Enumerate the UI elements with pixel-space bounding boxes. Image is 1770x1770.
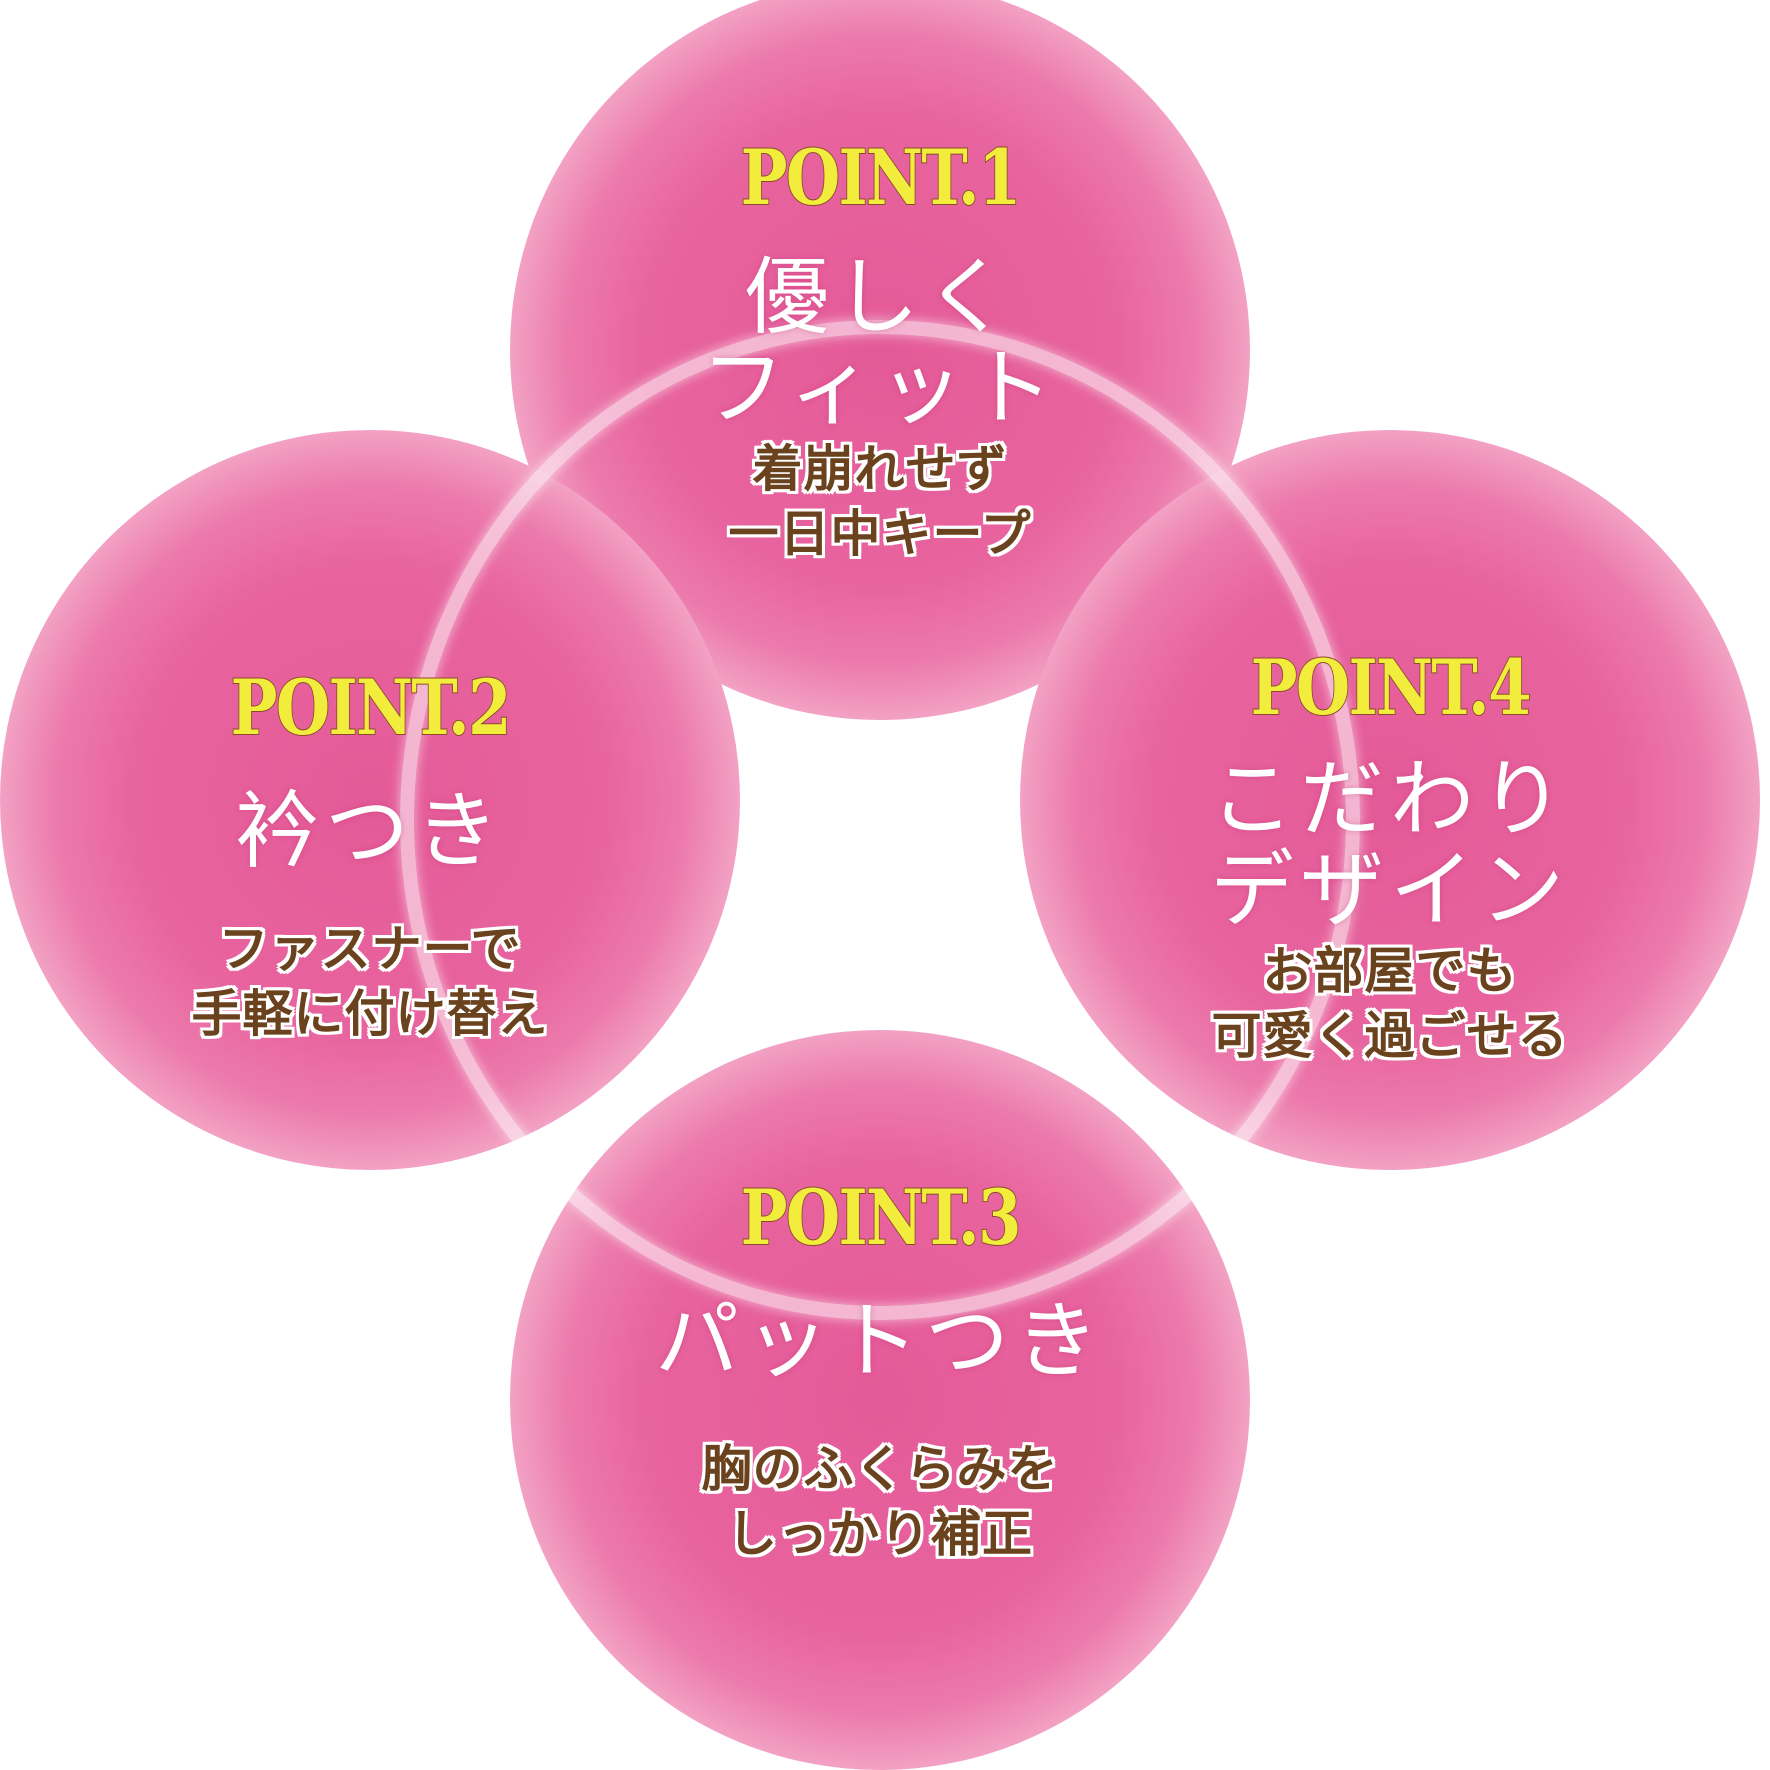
- point-3-content: POINT.3 パットつき 胸のふくらみを しっかり補正: [560, 1173, 1200, 1567]
- point-4-headline-line-2: デザイン: [1209, 840, 1570, 939]
- point-1-description-line-2: 一日中キープ: [728, 505, 1032, 564]
- point-1-content: POINT.1 優しく フィット 着崩れせず 一日中キープ: [560, 133, 1200, 567]
- point-3-headline: パットつき: [654, 1292, 1105, 1390]
- point-4-description-line-2: 可愛く過ごせる: [1211, 1007, 1569, 1066]
- point-3-description-line-1: 胸のふくらみを: [701, 1439, 1059, 1498]
- point-1-description-line-1: 着崩れせず: [752, 440, 1008, 499]
- point-4-label: POINT.4: [1250, 643, 1532, 732]
- point-4-headline-line-1: こだわり: [1209, 750, 1570, 848]
- point-2-headline: 衿つき: [234, 782, 505, 880]
- point-2-description-line-2: 手軽に付け替え: [191, 984, 549, 1043]
- point-1-headline-line-2: フィット: [700, 338, 1060, 437]
- point-1-label: POINT.1: [740, 133, 1022, 222]
- point-3-label: POINT.3: [740, 1173, 1022, 1262]
- point-3-circle: [510, 1030, 1250, 1770]
- point-2-content: POINT.2 衿つき ファスナーで 手軽に付け替え: [50, 663, 690, 1047]
- point-2-circle: [0, 430, 740, 1170]
- point-4-description-line-1: お部屋でも: [1262, 942, 1518, 1001]
- point-2-label: POINT.2: [230, 663, 512, 752]
- point-4-circle: [1020, 430, 1760, 1170]
- point-2-description-line-1: ファスナーで: [218, 919, 522, 978]
- point-3-description-line-2: しっかり補正: [727, 1504, 1033, 1563]
- point-1-headline-line-1: 優しく: [744, 248, 1015, 346]
- point-4-content: POINT.4 こだわり デザイン お部屋でも 可愛く過ごせる: [1070, 643, 1710, 1069]
